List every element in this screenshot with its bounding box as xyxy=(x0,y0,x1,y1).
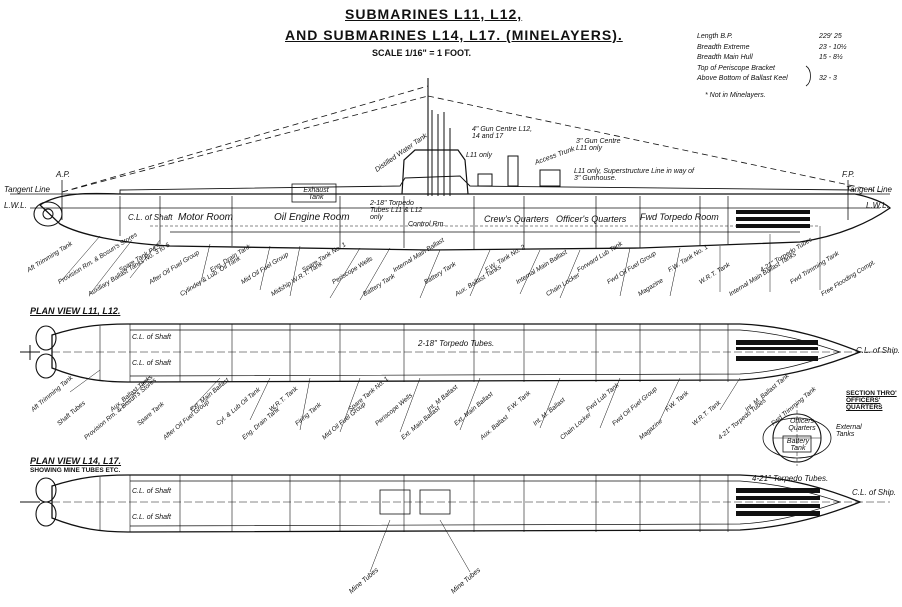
dimension-value: 23 - 10½ xyxy=(819,43,847,51)
hull-plan-2 xyxy=(51,474,862,533)
section-battery: Battery Tank xyxy=(786,438,810,452)
title-line-1: SUBMARINES L11, L12, xyxy=(345,6,523,22)
dimension-row: Above Bottom of Ballast Keel 32 - 3 xyxy=(697,75,887,86)
rigging-lines xyxy=(61,85,883,193)
plan2-bulkheads xyxy=(99,475,729,532)
plan2-cl-ship: C.L. of Ship. xyxy=(852,488,897,497)
profile-torpedo-tubes xyxy=(736,210,810,228)
dimension-label: Length B.P. xyxy=(697,33,733,40)
dimension-value: 32 - 3 xyxy=(819,75,837,82)
plan1-torpedo-tubes xyxy=(736,340,818,361)
fwd-torpedo-room-label: Fwd Torpedo Room xyxy=(640,212,719,222)
lwl-left: L.W.L. xyxy=(4,201,27,210)
gun-centre-3-label: 3" Gun Centre L11 only xyxy=(576,138,621,152)
dimension-row: Top of Periscope Bracket xyxy=(697,65,887,76)
plan2-cl-shaft: C.L. of Shaft xyxy=(132,488,171,495)
dimension-row: Length B.P. 229' 25 xyxy=(697,33,887,44)
officers-quarters-label: Officer's Quarters xyxy=(556,214,627,224)
torpedo-tubes-label: 2-18" Torpedo Tubes L11 & L12 only xyxy=(370,200,423,221)
dimension-label: Breadth Main Hull xyxy=(697,54,753,61)
plan2-subheading: SHOWING MINE TUBES ETC. xyxy=(30,467,121,474)
crews-quarters-label: Crew's Quarters xyxy=(484,214,549,224)
control-room-label: Control Rm. xyxy=(408,221,446,228)
section-heading: SECTION THRO' OFFICERS' QUARTERS xyxy=(846,390,897,411)
title-line-2: AND SUBMARINES L14, L17. (MINELAYERS). xyxy=(285,27,623,43)
scale-note: SCALE 1/16" = 1 FOOT. xyxy=(372,48,472,58)
profile-bulkheads xyxy=(119,196,729,250)
lwl-right: L.W.L. xyxy=(866,201,889,210)
dimensions-table: Length B.P. 229' 25 Breadth Extreme 23 - 10… xyxy=(697,33,887,86)
dimension-value: 15 - 8½ xyxy=(819,54,843,61)
ap-label: A.P. xyxy=(56,170,71,179)
superstructure-label: L11 only, Superstructure Line in way of … xyxy=(574,168,694,182)
section-officers: Officers Quarters xyxy=(788,418,816,432)
dimension-value: 229' 25 xyxy=(819,33,842,40)
fp-label: F.P. xyxy=(842,170,855,179)
gun-centre-4-label: 4" Gun Centre L12, 14 and 17 xyxy=(472,126,533,140)
mine-tube-block xyxy=(379,489,411,515)
l11-only-label: L11 only xyxy=(466,152,492,159)
exhaust-tank-label: Exhaust Tank xyxy=(303,187,329,201)
motor-room-label: Motor Room xyxy=(178,212,234,223)
leader-lines xyxy=(61,226,821,573)
dimension-row: Breadth Main Hull 15 - 8½ xyxy=(697,54,887,65)
dimension-label: Above Bottom of Ballast Keel xyxy=(697,75,788,82)
tangent-line-left: Tangent Line xyxy=(4,185,50,194)
dimensions-note: * Not in Minelayers. xyxy=(705,92,766,99)
dimension-row: Breadth Extreme 23 - 10½ xyxy=(697,44,887,55)
dimension-label: Top of Periscope Bracket xyxy=(697,64,775,72)
hull-profile xyxy=(38,192,892,251)
plan1-cl-ship: C.L. of Ship. xyxy=(856,346,901,355)
plan2-torpedo: 4-21" Torpedo Tubes. xyxy=(752,474,829,483)
cl-shaft-label: C.L. of Shaft xyxy=(128,213,173,222)
plan2-heading: PLAN VIEW L14, L17. xyxy=(30,456,122,466)
plan2-cl-shaft-2: C.L. of Shaft xyxy=(132,514,171,521)
plan1-cl-shaft-2: C.L. of Shaft xyxy=(132,360,171,367)
plan1-cl-shaft: C.L. of Shaft xyxy=(132,334,171,341)
plan1-bulkheads xyxy=(99,324,729,382)
oil-engine-room-label: Oil Engine Room xyxy=(274,212,350,223)
hull-plan-1 xyxy=(51,323,862,383)
tangent-line-right: Tangent Line xyxy=(846,185,892,194)
plan1-torpedo: 2-18" Torpedo Tubes. xyxy=(418,339,495,348)
plan1-heading: PLAN VIEW L11, L12. xyxy=(30,306,121,316)
section-external: External Tanks xyxy=(836,424,862,438)
dimension-label: Breadth Extreme xyxy=(697,43,750,51)
cross-section xyxy=(762,404,832,466)
plan2-torpedo-tubes xyxy=(736,488,820,516)
conning-tower xyxy=(401,149,469,195)
